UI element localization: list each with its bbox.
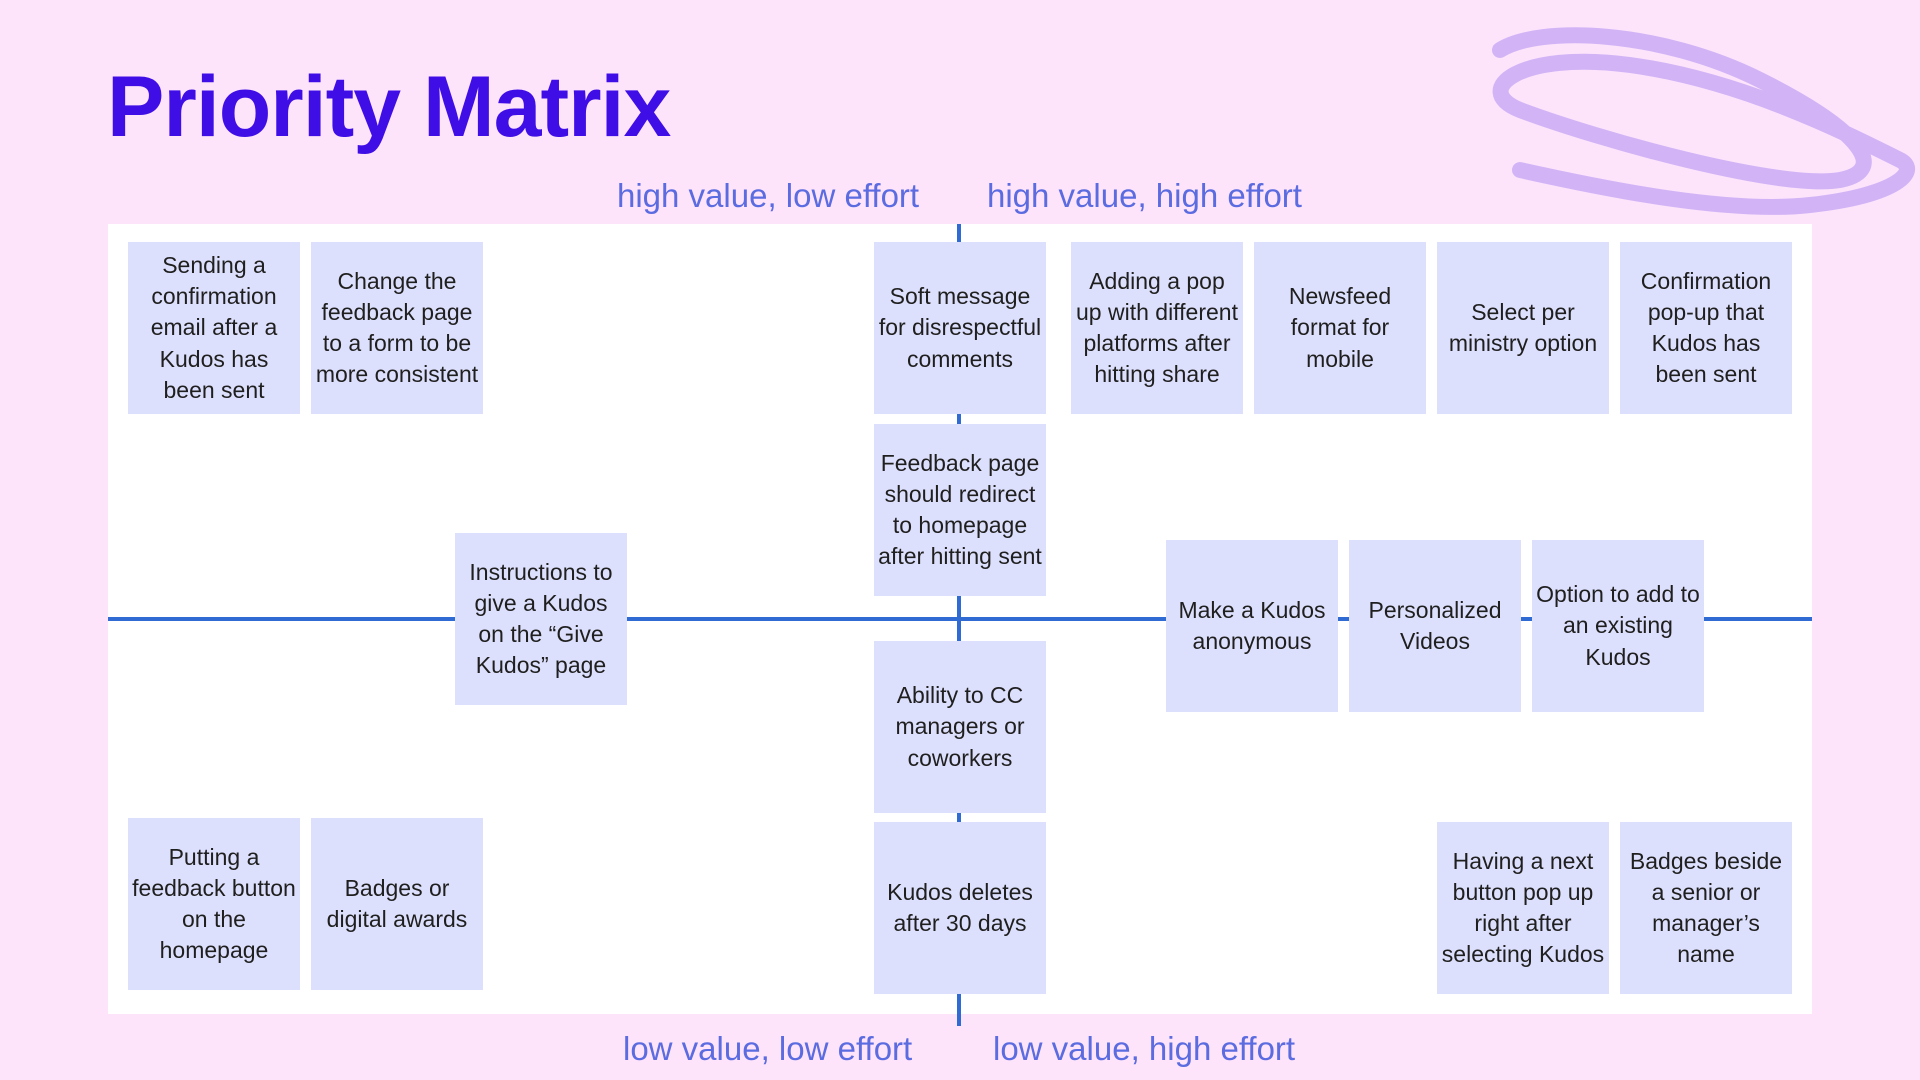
sticky-note[interactable]: Instructions to give a Kudos on the “Giv… bbox=[455, 533, 627, 705]
quadrant-label-low-value-high-effort: low value, high effort bbox=[993, 1030, 1296, 1067]
sticky-note[interactable]: Feedback page should redirect to homepag… bbox=[874, 424, 1046, 596]
sticky-note[interactable]: Sending a confirmation email after a Kud… bbox=[128, 242, 300, 414]
sticky-note[interactable]: Kudos deletes after 30 days bbox=[874, 822, 1046, 994]
sticky-note[interactable]: Badges or digital awards bbox=[311, 818, 483, 990]
sticky-note[interactable]: Badges beside a senior or manager’s name bbox=[1620, 822, 1792, 994]
sticky-note[interactable]: Select per ministry option bbox=[1437, 242, 1609, 414]
quadrant-label-low-value-low-effort: low value, low effort bbox=[623, 1030, 913, 1067]
sticky-note[interactable]: Option to add to an existing Kudos bbox=[1532, 540, 1704, 712]
sticky-note[interactable]: Having a next button pop up right after … bbox=[1437, 822, 1609, 994]
quadrant-label-high-value-low-effort: high value, low effort bbox=[617, 177, 920, 214]
sticky-note[interactable]: Newsfeed format for mobile bbox=[1254, 242, 1426, 414]
sticky-note[interactable]: Personalized Videos bbox=[1349, 540, 1521, 712]
page-title: Priority Matrix bbox=[107, 59, 671, 155]
sticky-note[interactable]: Confirmation pop-up that Kudos has been … bbox=[1620, 242, 1792, 414]
horizontal-axis bbox=[108, 617, 1812, 621]
sticky-note[interactable]: Adding a pop up with different platforms… bbox=[1071, 242, 1243, 414]
sticky-note[interactable]: Soft message for disrespectful comments bbox=[874, 242, 1046, 414]
vertical-axis-bottom bbox=[957, 1014, 961, 1026]
sticky-note[interactable]: Change the feedback page to a form to be… bbox=[311, 242, 483, 414]
scribble-decoration bbox=[1492, 27, 1915, 215]
quadrant-label-high-value-high-effort: high value, high effort bbox=[987, 177, 1302, 214]
sticky-note[interactable]: Ability to CC managers or coworkers bbox=[874, 641, 1046, 813]
sticky-note[interactable]: Putting a feedback button on the homepag… bbox=[128, 818, 300, 990]
sticky-note[interactable]: Make a Kudos anonymous bbox=[1166, 540, 1338, 712]
